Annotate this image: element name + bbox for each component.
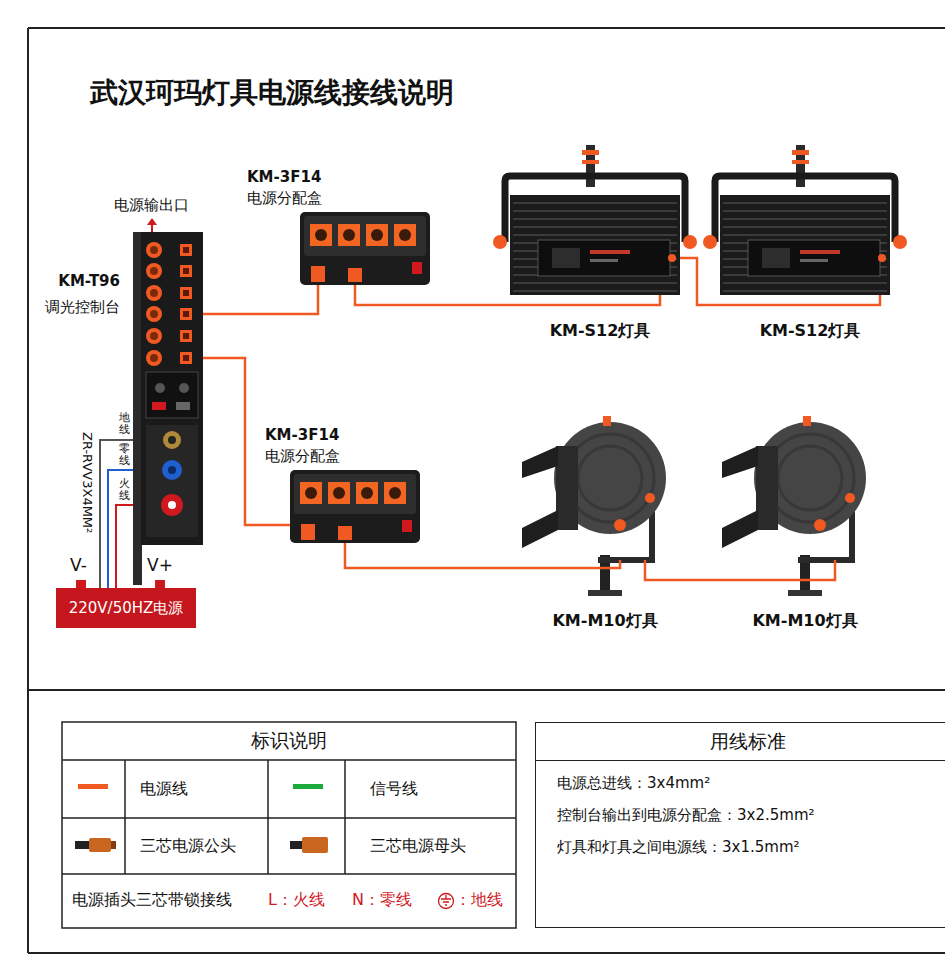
panel-light: KM-S12灯具 bbox=[510, 195, 680, 295]
table-heading: 标识说明 bbox=[251, 729, 327, 752]
legend-text: 信号线 bbox=[370, 779, 418, 798]
power-cable bbox=[680, 258, 880, 305]
spec-line: 控制台输出到电源分配盒：3x2.5mm² bbox=[536, 805, 945, 825]
neutral-wire bbox=[108, 470, 133, 588]
power-cable bbox=[645, 560, 835, 580]
port-label: 电源输出口 bbox=[114, 196, 189, 214]
cable-spec: ZR-RVV3X4MM² bbox=[79, 432, 95, 533]
device-name: KM-M10灯具 bbox=[552, 611, 657, 630]
device-name: 电源分配盒 bbox=[265, 447, 340, 465]
pin-note: ：地线 bbox=[455, 890, 503, 909]
pin-note: L：火线 bbox=[268, 890, 325, 909]
fresnel-light: KM-M10灯具 bbox=[540, 420, 660, 560]
power-cable bbox=[345, 543, 620, 568]
legend-swatch bbox=[293, 784, 323, 789]
terminal-label: V+ bbox=[147, 555, 173, 575]
power-cable bbox=[355, 285, 660, 305]
distribution-box: KM-3F14电源分配盒 bbox=[290, 470, 420, 543]
dimmer-console: KM-T96调光控制台 bbox=[133, 232, 203, 545]
power-cable bbox=[203, 285, 318, 314]
panel-light: KM-S12灯具 bbox=[720, 195, 890, 295]
legend-text: 电源线 bbox=[140, 779, 188, 798]
wire-spec-box: 用线标准电源总进线：3x4mm² 控制台输出到电源分配盒：3x2.5mm² 灯具和灯… bbox=[535, 722, 945, 928]
wire-label: 零线 bbox=[119, 443, 130, 467]
model-name: KM-3F14 bbox=[265, 426, 339, 444]
ground-wire bbox=[100, 440, 133, 588]
legend-swatch bbox=[78, 784, 108, 789]
device-name: KM-S12灯具 bbox=[760, 321, 861, 340]
note-text: 电源插头三芯带锁接线 bbox=[72, 890, 232, 909]
source-name: 220V/50HZ电源 bbox=[69, 599, 184, 618]
box-heading: 用线标准 bbox=[536, 723, 945, 761]
spec-line: 电源总进线：3x4mm² bbox=[536, 773, 945, 793]
spec-line: 灯具和灯具之间电源线：3x1.5mm² bbox=[536, 837, 945, 857]
terminal-label: V- bbox=[70, 555, 87, 575]
legend-text: 三芯电源公头 bbox=[140, 836, 236, 855]
wire-label: 地线 bbox=[119, 412, 130, 436]
device-name: KM-S12灯具 bbox=[550, 321, 651, 340]
model-name: KM-T96 bbox=[58, 272, 120, 290]
distribution-box: KM-3F14电源分配盒 bbox=[300, 212, 430, 285]
device-name: 调光控制台 bbox=[45, 298, 120, 316]
live-wire bbox=[116, 505, 133, 588]
device-name: 电源分配盒 bbox=[247, 189, 322, 207]
model-name: KM-3F14 bbox=[247, 168, 321, 186]
pin-note: N：零线 bbox=[352, 890, 412, 909]
legend-text: 三芯电源母头 bbox=[370, 836, 466, 855]
diagram-title: 武汉珂玛灯具电源线接线说明 bbox=[90, 76, 454, 110]
power-source-box: 220V/50HZ电源 bbox=[56, 588, 196, 628]
wire-label: 火线 bbox=[119, 478, 130, 502]
fresnel-light: KM-M10灯具 bbox=[740, 420, 860, 560]
device-name: KM-M10灯具 bbox=[752, 611, 857, 630]
